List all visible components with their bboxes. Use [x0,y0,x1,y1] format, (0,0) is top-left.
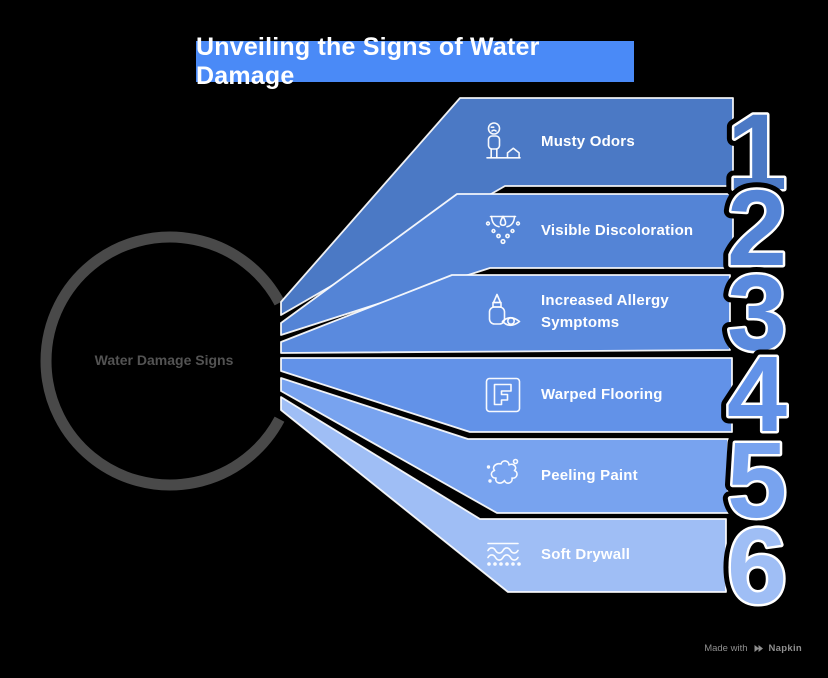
ceiling-drip-icon [485,215,521,245]
hub-label: Water Damage Signs [94,352,234,368]
band-label-6: Soft Drywall [541,546,631,563]
footer-brand: Napkin [768,642,802,654]
svg-text:5: 5 [727,419,787,540]
band-label-4: Warped Flooring [541,386,663,403]
svg-text:4: 4 [727,333,787,454]
svg-text:2: 2 [727,167,787,288]
step-number-6: 6 6 [719,498,794,634]
step-number-1: 1 1 [719,84,794,220]
ribbon-band-2 [280,193,734,336]
ribbon-band-5 [280,377,729,514]
hub-ring [40,231,285,491]
ribbon-band-3 [280,274,731,354]
person-house-icon [486,122,521,159]
step-number-5: 5 5 [719,412,794,548]
step-number-2: 2 2 [719,160,794,296]
band-label-1: Musty Odors [541,133,635,150]
ribbon-band-1 [280,97,734,316]
napkin-logo-icon [754,644,763,652]
paint-splat-icon [486,458,519,484]
svg-text:5: 5 [727,419,787,540]
svg-text:6: 6 [727,505,787,626]
flooring-plan-icon [485,377,521,413]
svg-text:3: 3 [727,252,787,373]
band-label-3: Increased Allergy Symptoms [541,292,669,331]
drywall-texture-icon [487,542,521,566]
band-label-5: Peeling Paint [541,467,638,484]
svg-text:3: 3 [727,252,787,373]
title-banner: Unveiling the Signs of Water Damage [196,33,634,90]
svg-text:6: 6 [727,505,787,626]
svg-text:1: 1 [727,91,787,212]
svg-text:1: 1 [727,91,787,212]
footer-credit: Made with Napkin [704,640,802,656]
step-number-3: 3 3 [719,245,794,381]
page-title: Unveiling the Signs of Water Damage [196,32,540,90]
band-label-2: Visible Discoloration [541,222,694,239]
svg-text:4: 4 [727,333,787,454]
footer-prefix: Made with [704,642,748,654]
ribbon-band-6 [280,396,727,593]
svg-text:2: 2 [727,167,787,288]
eye-drops-icon [488,293,521,327]
step-number-4: 4 4 [719,326,794,462]
